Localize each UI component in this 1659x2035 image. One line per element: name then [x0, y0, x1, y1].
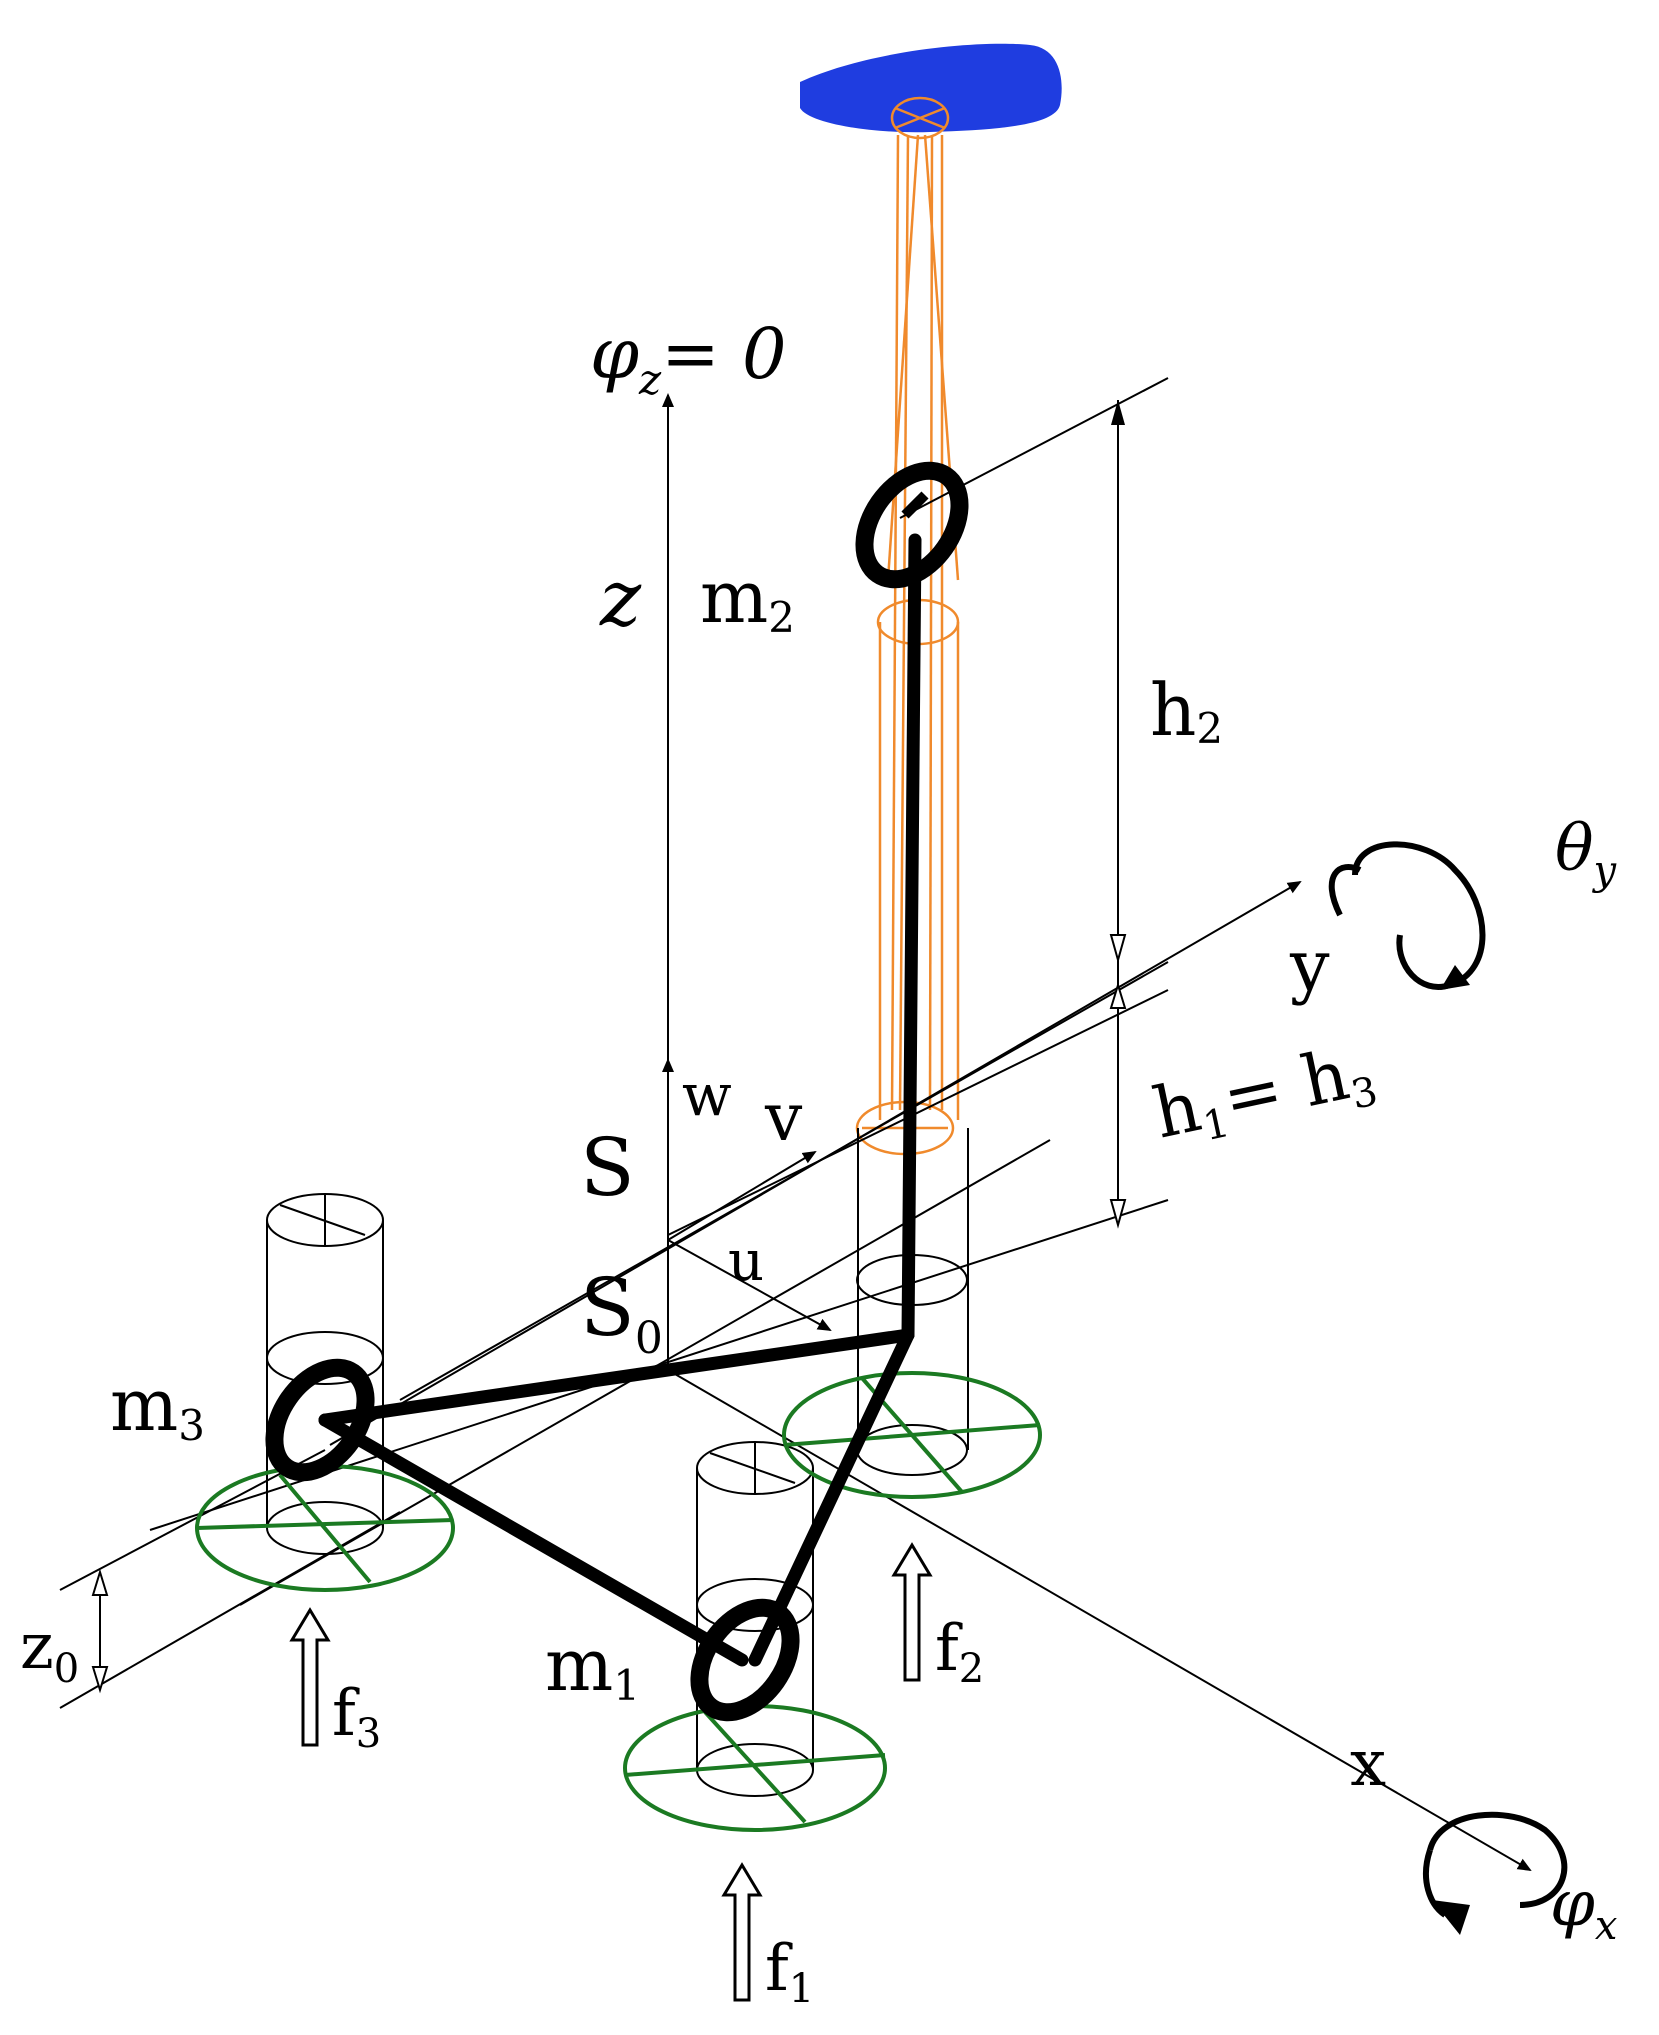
label-phi-x: φx: [1550, 1867, 1617, 1949]
rotation-arrow-phi-x: [1423, 1811, 1568, 1935]
label-y: y: [1289, 925, 1330, 1007]
cylinder-left: [266, 1193, 384, 1555]
foot-disk-center: [623, 1704, 887, 1832]
label-h2: h2: [1150, 668, 1223, 753]
z0-arrow-bottom: [91, 1666, 109, 1694]
label-f1: f1: [765, 1932, 814, 2012]
label-f3: f3: [332, 1677, 381, 1757]
label-S0: S0: [580, 1261, 663, 1364]
head-shape: [800, 43, 1062, 133]
h1-arrow-top: [1109, 981, 1127, 1009]
label-u: u: [728, 1229, 764, 1294]
force-arrow-f2: [891, 1542, 933, 1682]
label-x: x: [1350, 1727, 1386, 1801]
label-w: w: [682, 1061, 732, 1129]
x-axis: [667, 1369, 1532, 1872]
ref-line-z0-bottom: [59, 1511, 401, 1709]
force-arrow-f1: [721, 1862, 763, 2002]
cylinder-center: [696, 1441, 814, 1797]
rotation-arrow-theta-y: [1328, 841, 1486, 990]
ref-line-body: [667, 989, 1169, 1236]
label-f2: f2: [935, 1612, 984, 1692]
label-z: z: [599, 554, 642, 644]
label-theta-y: θy: [1555, 812, 1618, 894]
z0-arrow-top: [91, 1568, 109, 1596]
ref-line-top: [899, 377, 1169, 519]
label-v: v: [764, 1079, 803, 1156]
label-m1: m1: [545, 1623, 640, 1710]
foot-disk-left: [195, 1464, 455, 1592]
mass-m3-disk: [265, 1358, 375, 1482]
ref-line-mid: [399, 961, 1169, 1401]
u-axis-arrow: [667, 1239, 832, 1331]
h2-arrow-bottom: [1109, 934, 1127, 964]
label-m3: m3: [110, 1363, 205, 1450]
label-m2: m2: [700, 555, 795, 642]
label-phi-z: φz= 0: [590, 313, 787, 404]
link-m3-to-hip: [318, 1328, 915, 1427]
label-h1-eq-h3: h1= h3: [1146, 1028, 1381, 1159]
link-m3-to-m1: [318, 1413, 749, 1667]
label-z0: z0: [20, 1610, 79, 1692]
foot-disk-right: [782, 1371, 1042, 1499]
h2-arrow-top: [1111, 400, 1125, 425]
head-joint-cross-b: [894, 106, 946, 130]
link-body: [901, 533, 922, 1342]
head-joint-orange: [890, 96, 950, 140]
mass-m2-disk: [855, 461, 969, 589]
mass-m1-disk: [690, 1598, 800, 1722]
force-arrow-f3: [289, 1607, 331, 1747]
v-axis-arrow: [667, 1150, 817, 1241]
h1-arrow-bottom: [1109, 1199, 1127, 1229]
label-S: S: [580, 1121, 635, 1214]
